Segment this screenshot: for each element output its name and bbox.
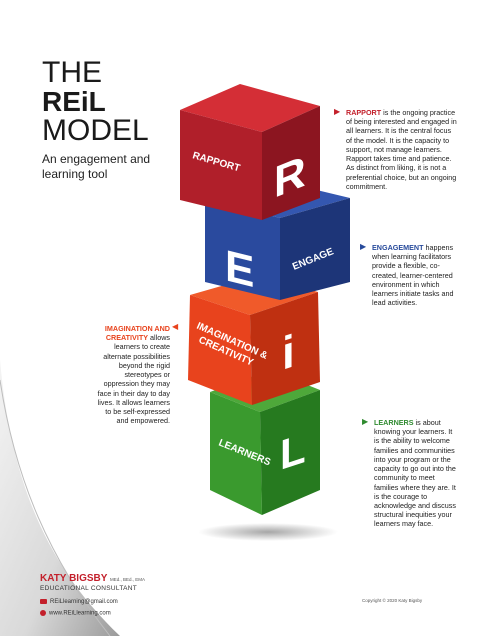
- triangle-arrow-icon: ◀: [172, 322, 179, 331]
- cube-learners-left: [210, 392, 262, 515]
- globe-icon: [40, 610, 46, 616]
- cube-rapport-right: [262, 106, 320, 220]
- cube-engage-letter: E: [225, 242, 254, 298]
- triangle-arrow-icon: ▶: [360, 242, 367, 251]
- title-line-2: REiL: [42, 86, 106, 117]
- title-line-3: MODEL: [42, 114, 149, 147]
- author-name: KATY BIGSBY MEd., BEd., EMA: [40, 573, 145, 584]
- imagination-description: IMAGINATION AND CREATIVITY allows learne…: [96, 324, 170, 425]
- triangle-arrow-icon: ▶: [362, 417, 369, 426]
- rapport-text: is the ongoing practice of being interes…: [346, 108, 457, 191]
- cube-learners-right: [260, 390, 320, 515]
- learners-text: is about knowing your learners. It is th…: [374, 418, 456, 529]
- copyright: Copyright © 2020 Katy Bigsby: [362, 598, 423, 603]
- author-credentials: MEd., BEd., EMA: [110, 577, 146, 582]
- learners-lead: LEARNERS: [374, 418, 414, 427]
- cube-rapport-left: [180, 110, 262, 220]
- author-role: EDUCATIONAL CONSULTANT: [40, 585, 138, 592]
- cube-rapport-top: [180, 84, 320, 132]
- subtitle: An engagement and learning tool: [42, 152, 151, 181]
- title-line-1: THE: [42, 56, 102, 89]
- cube-engage-left: [205, 198, 280, 300]
- cube-imagination-letter: i: [282, 325, 295, 381]
- author-name-text: KATY BIGSBY: [40, 573, 108, 584]
- email-icon: [40, 599, 47, 604]
- rapport-lead: RAPPORT: [346, 108, 382, 117]
- rapport-description: RAPPORT is the ongoing practice of being…: [346, 108, 458, 191]
- email-row: REiLlearning@gmail.com: [40, 599, 118, 605]
- website-link[interactable]: www.REiLlearning.com: [49, 610, 111, 617]
- imagination-text: allows learners to create alternate poss…: [97, 333, 170, 426]
- website-row: www.REiLlearning.com: [40, 610, 111, 617]
- cube-rapport: RAPPORT R: [180, 84, 320, 220]
- cube-stack: LEARNERS L IMAGINATION & CREATIVITY i E …: [180, 84, 350, 515]
- cube-imagination-left: [188, 295, 252, 405]
- engagement-text: happens when learning facilitators provi…: [372, 243, 454, 308]
- engagement-description: ENGAGEMENT happens when learning facilit…: [372, 243, 454, 308]
- imagination-lead: IMAGINATION AND CREATIVITY: [104, 324, 170, 343]
- email-link[interactable]: REiLlearning@gmail.com: [50, 599, 118, 606]
- triangle-arrow-icon: ▶: [334, 107, 341, 116]
- engagement-lead: ENGAGEMENT: [372, 243, 424, 252]
- cube-learners: LEARNERS L: [210, 370, 320, 515]
- model-title: THE REiL MODEL: [42, 58, 149, 146]
- cube-engage-right: [280, 198, 350, 300]
- cube-learners-letter: L: [280, 425, 306, 480]
- cube-imagination-right: [250, 292, 320, 405]
- learners-description: LEARNERS is about knowing your learners.…: [374, 418, 458, 529]
